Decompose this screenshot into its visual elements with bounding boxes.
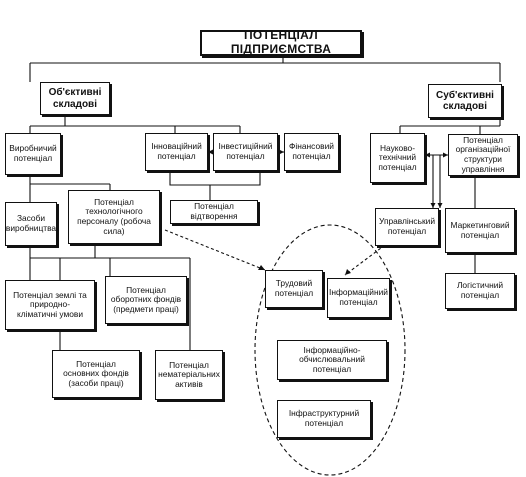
management-text: Управлінський потенціал <box>379 216 435 236</box>
means-text: Засоби виробництва <box>5 213 57 233</box>
marketing-text: Маркетинговий потенціал <box>450 219 510 240</box>
innovation-box: Інноваційний потенціал <box>145 133 208 171</box>
circulating-box: Потенціал оборотних фондів (предмети пра… <box>105 276 187 324</box>
investment-box: Інвестиційний потенціал <box>213 133 278 171</box>
infrastructure-box: Інфраструктурний потенціал <box>277 400 371 438</box>
labor-box: Трудовий потенціал <box>265 270 323 308</box>
management-box: Управлінський потенціал <box>375 208 439 246</box>
fixed-box: Потенціал основних фондів (засоби праці) <box>52 350 140 398</box>
land-box: Потенціал землі та природно- кліматичні … <box>5 280 95 330</box>
logistics-text: Логістичний потенціал <box>456 280 504 300</box>
info-computing-box: Інформаційно- обчислювальний потенціал <box>277 340 387 380</box>
information-box: Інформаційний потенціал <box>327 278 390 318</box>
marketing-box: Маркетинговий потенціал <box>445 208 515 253</box>
personnel-text: Потенціал технологічного персоналу (робо… <box>77 196 151 236</box>
fixed-text: Потенціал основних фондів (засоби праці) <box>63 358 129 388</box>
objective-box: Об'єктивні складові <box>40 82 110 115</box>
circulating-text: Потенціал оборотних фондів (предмети пра… <box>110 284 182 314</box>
production-box: Виробничий потенціал <box>5 133 61 175</box>
personnel-box: Потенціал технологічного персоналу (робо… <box>68 190 160 244</box>
infrastructure-text: Інфраструктурний потенціал <box>288 408 360 428</box>
intangible-text: Потенціал нематеріальних активів <box>158 359 220 389</box>
production-text: Виробничий потенціал <box>9 143 57 163</box>
intangible-box: Потенціал нематеріальних активів <box>155 350 223 400</box>
investment-text: Інвестиційний потенціал <box>218 141 273 161</box>
org-structure-text: Потенціал організаційної структури управ… <box>455 134 511 174</box>
innovation-text: Інноваційний потенціал <box>151 141 202 161</box>
financial-box: Фінансовий потенціал <box>284 133 339 171</box>
labor-text: Трудовий потенціал <box>274 278 314 298</box>
objective-text: Об'єктивні складові <box>48 87 102 110</box>
org-structure-box: Потенціал організаційної структури управ… <box>448 134 518 176</box>
information-text: Інформаційний потенціал <box>329 287 388 307</box>
title-box: ПОТЕНЦІАЛ ПІДПРИЄМСТВА <box>200 28 362 56</box>
reproduction-text: Потенціал відтворення <box>190 201 238 221</box>
title-text: ПОТЕНЦІАЛ ПІДПРИЄМСТВА <box>230 28 332 56</box>
reproduction-box: Потенціал відтворення <box>170 200 258 224</box>
subjective-text: Суб'єктивні складові <box>436 89 494 113</box>
scientific-text: Науково- технічний потенціал <box>378 142 417 172</box>
logistics-box: Логістичний потенціал <box>445 273 515 309</box>
subjective-box: Суб'єктивні складові <box>428 84 502 118</box>
land-text: Потенціал землі та природно- кліматичні … <box>13 289 87 319</box>
info-computing-text: Інформаційно- обчислювальний потенціал <box>299 344 365 374</box>
financial-text: Фінансовий потенціал <box>289 141 334 161</box>
scientific-box: Науково- технічний потенціал <box>370 133 425 183</box>
means-box: Засоби виробництва <box>5 202 57 246</box>
